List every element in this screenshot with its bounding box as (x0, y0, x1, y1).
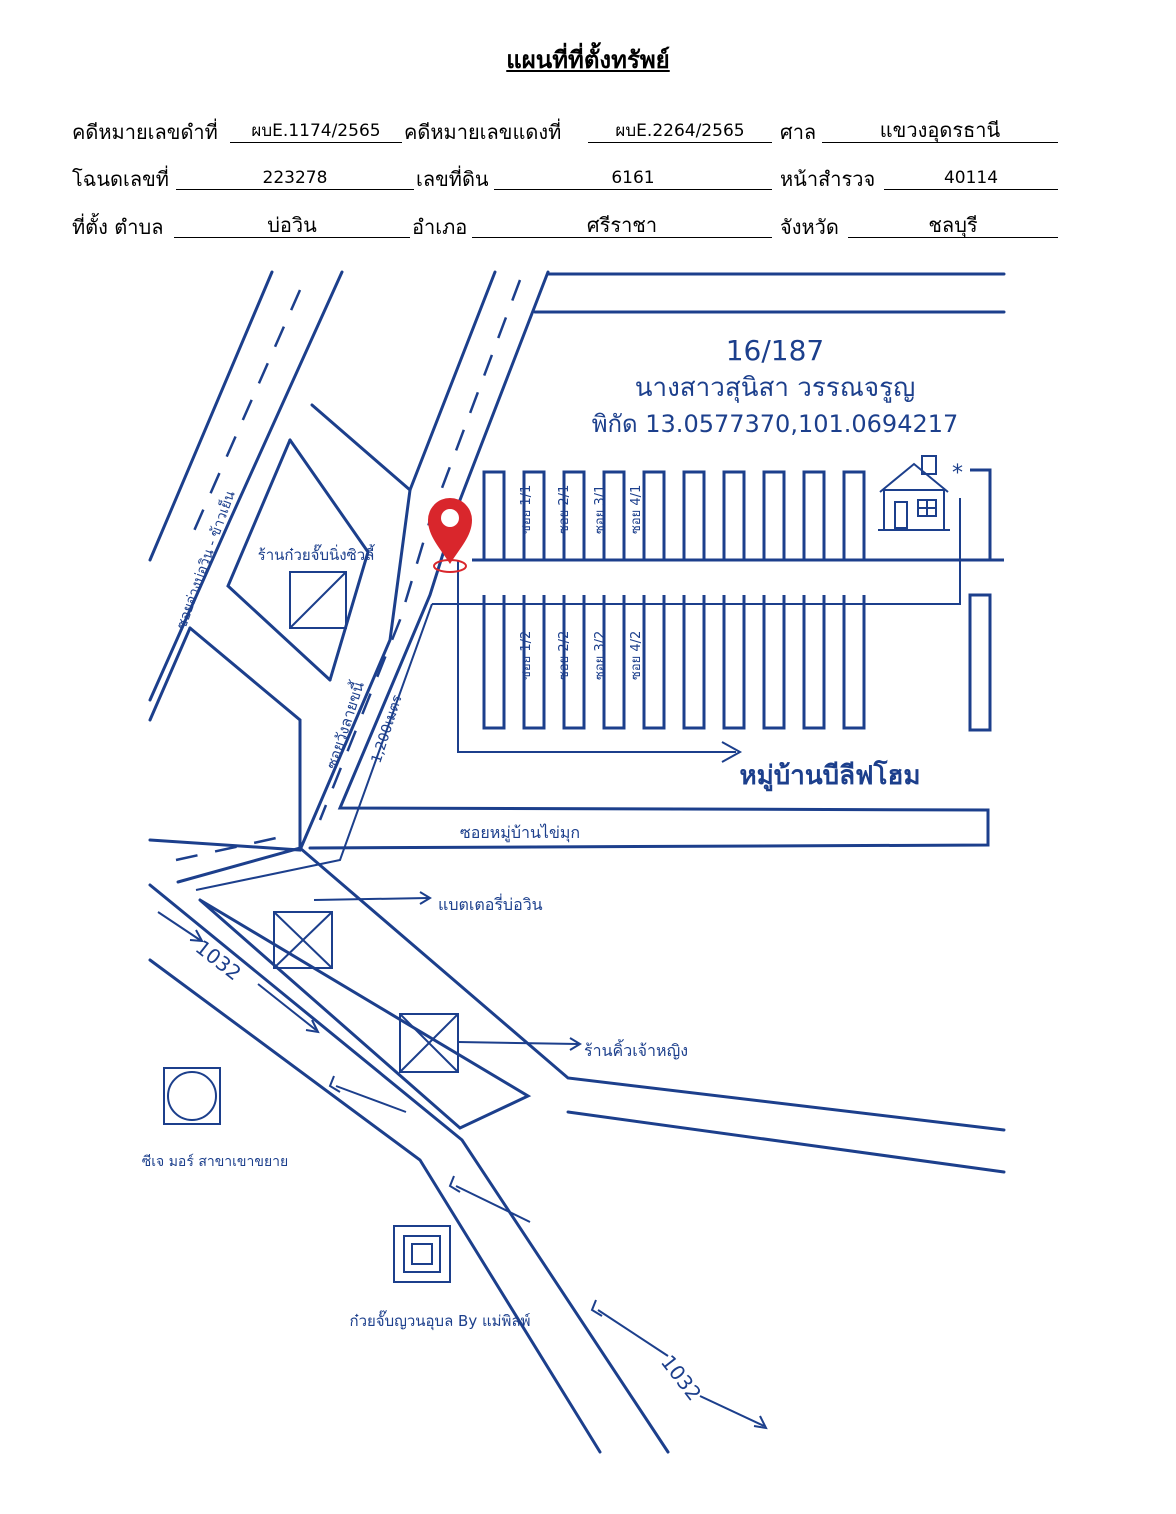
village-label: หมู่บ้านบีลีฟโฮม (740, 759, 921, 792)
province-label: จังหวัด (780, 215, 839, 239)
soi-label-bottom-4: ซอย 4/2 (629, 631, 644, 680)
highway-1032-label-bottom: 1032 (656, 1350, 706, 1405)
land-no-label: เลขที่ดิน (416, 167, 489, 191)
subdistrict-value: บ่อวิน (174, 211, 410, 238)
soi-label-top-2: ซอย 2/1 (557, 485, 572, 534)
deed-label: โฉนดเลขที่ (72, 167, 169, 191)
land-no-value: 6161 (494, 163, 772, 190)
restaurant-label: ก๋วยจั๊บญวนอุบล By แม่พิลพ์ (349, 1310, 530, 1331)
soi-village-pearl-label: ซอยหมู่บ้านไข่มุก (460, 823, 580, 843)
court-label: ศาล (780, 120, 817, 144)
buildings (163, 571, 582, 1283)
page-title: แผนที่ที่ตั้งทรัพย์ (506, 46, 670, 74)
soi-label-top-3: ซอย 3/1 (593, 485, 608, 534)
owner-label: นางสาวสุนิสา วรรณจรูญ (635, 373, 916, 403)
battery-shop-box (273, 911, 333, 969)
soi-label-bottom-3: ซอย 3/2 (593, 631, 608, 680)
court-value: แขวงอุดรธานี (822, 116, 1058, 143)
coordinates-label: พิกัด 13.0577370,101.0694217 (592, 410, 959, 438)
centre-lines (175, 279, 522, 862)
soi-label-top-4: ซอย 4/1 (629, 485, 644, 534)
red-case-label: คดีหมายเลขแดงที่ (404, 120, 562, 144)
address-label: 16/187 (726, 334, 825, 367)
survey-value: 40114 (884, 163, 1058, 190)
traffic-arrows (157, 911, 768, 1430)
soi-comb (472, 468, 1004, 732)
soi-label-bottom-2: ซอย 2/2 (557, 631, 572, 680)
shop-kuay-jap-label: ร้านก๋วยจั๊บนิ่งซิวลี้ (258, 544, 376, 564)
deed-value: 223278 (176, 163, 414, 190)
soi-label-top-1: ซอย 1/1 (519, 485, 534, 534)
route-line (195, 498, 961, 891)
restaurant-box (393, 1225, 451, 1283)
black-case-label: คดีหมายเลขดำที่ (72, 120, 218, 144)
location-label: ที่ตั้ง ตำบล (72, 215, 164, 239)
shop-kuay-jap-box (289, 571, 347, 629)
location-pin-icon (428, 498, 472, 573)
seven-eleven-label: ซีเจ มอร์ สาขาเขาขยาย (142, 1153, 288, 1170)
survey-label: หน้าสำรวจ (780, 167, 876, 191)
seven-eleven-box (163, 1067, 221, 1125)
star-marker-icon: * (952, 461, 963, 486)
red-case-value: ผบE.2264/2565 (588, 116, 772, 143)
house-icon (878, 455, 950, 531)
soi-label-bottom-1: ซอย 1/2 (519, 631, 534, 680)
battery-shop-label: แบตเตอรี่บ่อวิน (438, 893, 543, 914)
black-case-value: ผบE.1174/2565 (230, 116, 402, 143)
province-value: ชลบุรี (848, 211, 1058, 238)
district-label: อำเภอ (412, 215, 468, 239)
district-value: ศรีราชา (472, 211, 772, 238)
brow-shop-label: ร้านคิ้วเจ้าหญิง (584, 1039, 688, 1060)
road-lines (148, 270, 1006, 1454)
soi-labels: ซอย 1/1 ซอย 2/1 ซอย 3/1 ซอย 4/1 ซอย 1/2 ซอย 2… (519, 485, 644, 680)
soi-bowin-label: ซอยอ่างบ่อวิน - ข้าวเย็น (172, 488, 239, 632)
